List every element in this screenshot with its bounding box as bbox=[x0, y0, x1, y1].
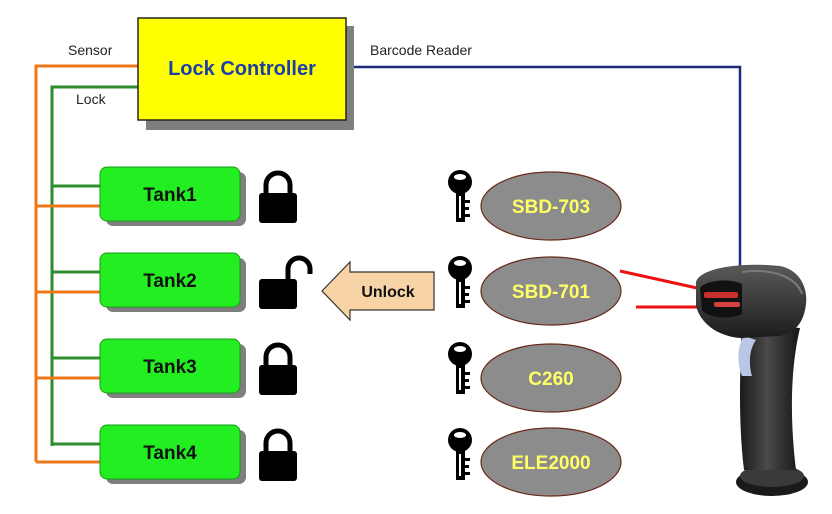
tank-3: Tank3 bbox=[99, 338, 246, 398]
lock-controller-title: Lock Controller bbox=[168, 58, 316, 80]
tank-1-label: Tank1 bbox=[143, 185, 197, 206]
key-tag-2: SBD-701 bbox=[480, 256, 622, 326]
barcode-reader-label: Barcode Reader bbox=[370, 42, 472, 58]
tank-2: Tank2 bbox=[99, 252, 246, 312]
key-icon bbox=[448, 342, 472, 394]
padlock-icon bbox=[259, 342, 297, 395]
lock-label: Lock bbox=[76, 91, 107, 107]
padlock-icon bbox=[259, 170, 297, 223]
unlock-label: Unlock bbox=[361, 284, 414, 301]
tank-3-label: Tank3 bbox=[143, 357, 197, 378]
key-tag-4: ELE2000 bbox=[480, 427, 622, 497]
tank-4: Tank4 bbox=[99, 424, 246, 484]
key-icon bbox=[448, 428, 472, 480]
lock-wire bbox=[50, 85, 138, 446]
laser-beam bbox=[619, 269, 707, 292]
tank-2-label: Tank2 bbox=[143, 271, 197, 292]
tank-4-label: Tank4 bbox=[143, 443, 197, 464]
sensor-wire bbox=[34, 64, 138, 462]
lock-controller: Lock Controller bbox=[137, 17, 354, 130]
key-tag-3-label: C260 bbox=[528, 369, 573, 390]
key-tag-1: SBD-703 bbox=[480, 171, 622, 241]
key-icon bbox=[448, 256, 472, 308]
key-tag-1-label: SBD-703 bbox=[512, 197, 590, 218]
key-tag-4-label: ELE2000 bbox=[511, 453, 590, 474]
reader-wire bbox=[346, 65, 742, 272]
padlock-open-icon bbox=[259, 255, 313, 309]
padlock-icon bbox=[259, 428, 297, 481]
wires bbox=[34, 64, 742, 464]
key-tag-2-label: SBD-701 bbox=[512, 282, 591, 303]
barcode-scanner-icon bbox=[696, 264, 808, 496]
sensor-label: Sensor bbox=[68, 42, 113, 58]
tank-1: Tank1 bbox=[99, 166, 246, 226]
key-icon bbox=[448, 170, 472, 222]
unlock-arrow: Unlock bbox=[321, 260, 435, 322]
key-tag-3: C260 bbox=[480, 343, 622, 413]
